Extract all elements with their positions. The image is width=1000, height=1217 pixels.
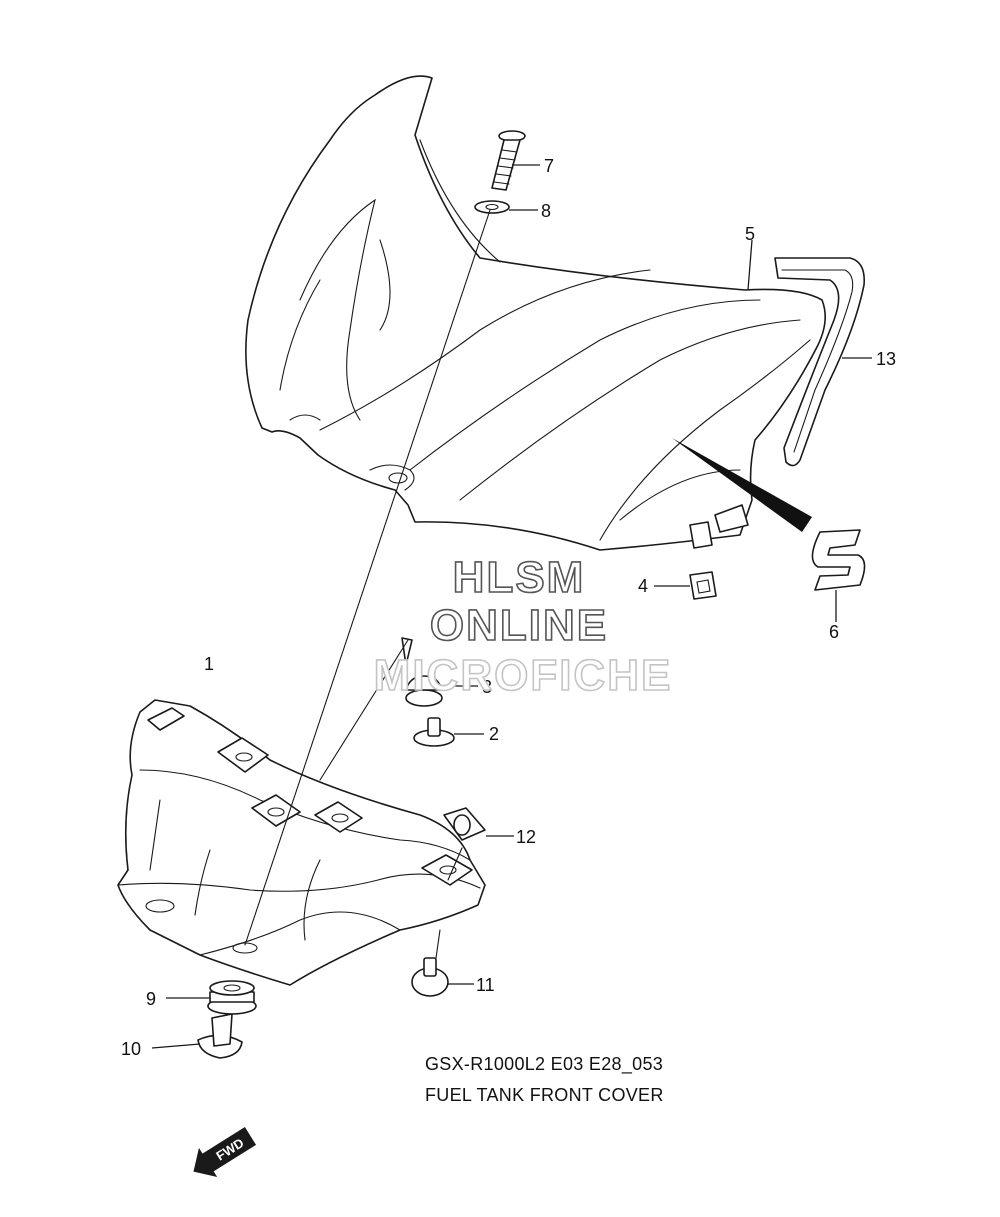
callout-12: 12 [516,827,536,847]
collar-part-11 [411,957,449,997]
model-code: GSX-R1000L2 E03 E28_053 [425,1054,663,1075]
watermark: HLSM ONLINE MICROFICHE [373,552,673,701]
callout-11: 11 [476,975,495,995]
washer-part-8 [474,200,510,214]
callout-7: 7 [544,156,554,176]
callout-10: 10 [121,1039,141,1059]
collar-part-10 [197,1013,243,1059]
emblem-part-6 [811,529,866,591]
callout-labels: 1 2 3 4 5 6 7 8 9 10 11 12 13 [121,156,896,1059]
assembly-lines [244,209,491,959]
trim-strip-part-13 [774,257,866,467]
leader-lines [151,164,872,1049]
pointer-wedge [672,438,812,532]
callout-9: 9 [146,989,156,1009]
callout-1: 1 [204,654,214,674]
watermark-line-1: HLSM [453,553,586,602]
callout-5: 5 [745,224,755,244]
callout-3: 3 [482,677,492,697]
callout-8: 8 [541,201,551,221]
fwd-arrow-icon: FWD [193,1127,257,1178]
diagram-title: FUEL TANK FRONT COVER [425,1085,664,1105]
lower-cover-part-1 [117,637,486,986]
clip-nut-part-4 [689,571,717,600]
grommet-part-3 [405,675,443,707]
collar-part-2 [413,717,455,747]
callout-6: 6 [829,622,839,642]
bolt-part-7 [491,130,526,191]
grommet-part-9 [207,980,257,1015]
callout-2: 2 [489,724,499,744]
callout-4: 4 [638,576,648,596]
watermark-line-3: MICROFICHE [374,651,673,700]
callout-13: 13 [876,349,896,369]
watermark-line-2: ONLINE [430,601,608,650]
clip-part-12 [443,807,486,841]
